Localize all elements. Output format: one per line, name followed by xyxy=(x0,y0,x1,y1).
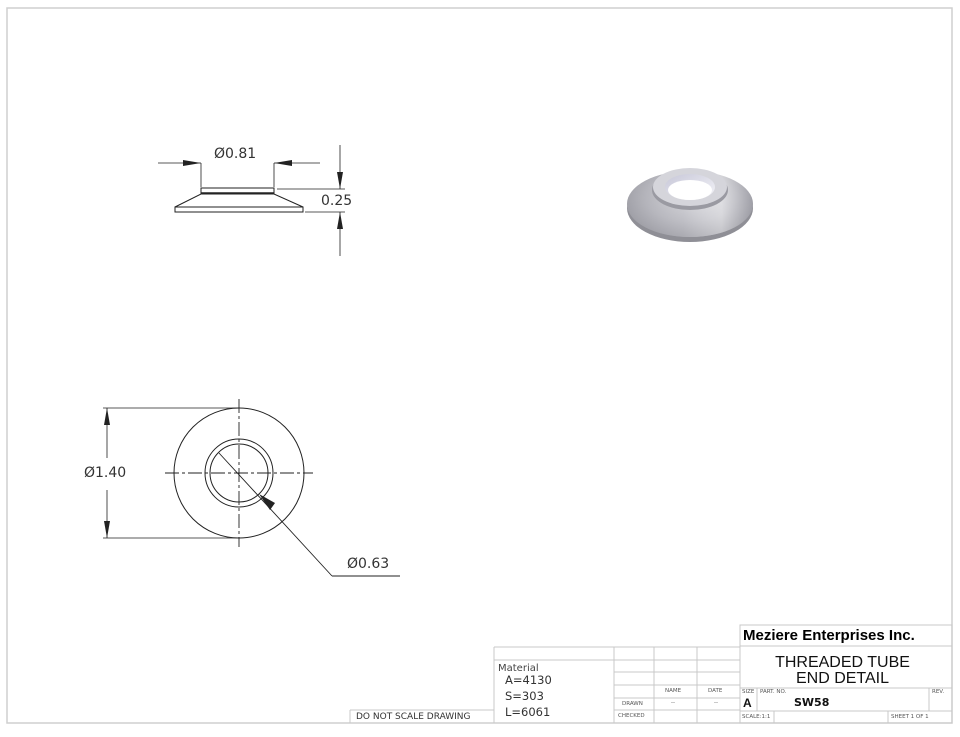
material-s: S=303 xyxy=(505,689,544,703)
part-number: SW58 xyxy=(794,696,830,709)
size-value: A xyxy=(743,696,752,710)
material-l: L=6061 xyxy=(505,705,551,719)
title-block-lines xyxy=(349,624,953,724)
arrow-icon xyxy=(259,494,275,510)
arrow-icon xyxy=(274,160,292,166)
arrow-icon xyxy=(337,212,343,229)
dimension-diameter-0-63: Ø0.63 xyxy=(347,556,390,572)
arrow-icon xyxy=(183,160,201,166)
do-not-scale-note: DO NOT SCALE DRAWING xyxy=(356,712,471,722)
header-date: DATE xyxy=(708,688,723,694)
top-view xyxy=(103,399,400,577)
dimension-diameter-0-81: Ø0.81 xyxy=(214,146,257,162)
drawing-title-line2: END DETAIL xyxy=(795,670,890,687)
drawing-title-line1: THREADED TUBE xyxy=(775,654,910,671)
dimension-diameter-1-40: Ø1.40 xyxy=(84,465,127,481)
scale-label: SCALE:1:1 xyxy=(742,714,771,720)
drawn-label: DRAWN xyxy=(622,701,643,707)
sheet-border xyxy=(6,7,953,724)
arrow-icon xyxy=(104,408,110,425)
side-view-base xyxy=(174,206,304,213)
material-label: Material xyxy=(498,663,539,674)
checked-label: CHECKED xyxy=(618,713,645,719)
arrow-icon xyxy=(104,521,110,538)
company-name: Meziere Enterprises Inc. xyxy=(743,627,915,644)
material-a: A=4130 xyxy=(505,673,552,687)
rev-label: REV. xyxy=(932,689,945,695)
drawn-date: -- xyxy=(714,700,718,706)
arrow-icon xyxy=(337,172,343,189)
header-name: NAME xyxy=(665,688,682,694)
sheet-label: SHEET 1 OF 1 xyxy=(891,714,929,720)
size-label: SIZE xyxy=(742,689,755,695)
side-view xyxy=(158,145,345,256)
side-view-flange xyxy=(174,193,304,208)
isometric-view xyxy=(627,168,753,242)
part-no-label: PART. NO. xyxy=(760,689,787,695)
drawn-name: -- xyxy=(671,700,675,706)
dimension-height-0-25: 0.25 xyxy=(321,193,353,209)
